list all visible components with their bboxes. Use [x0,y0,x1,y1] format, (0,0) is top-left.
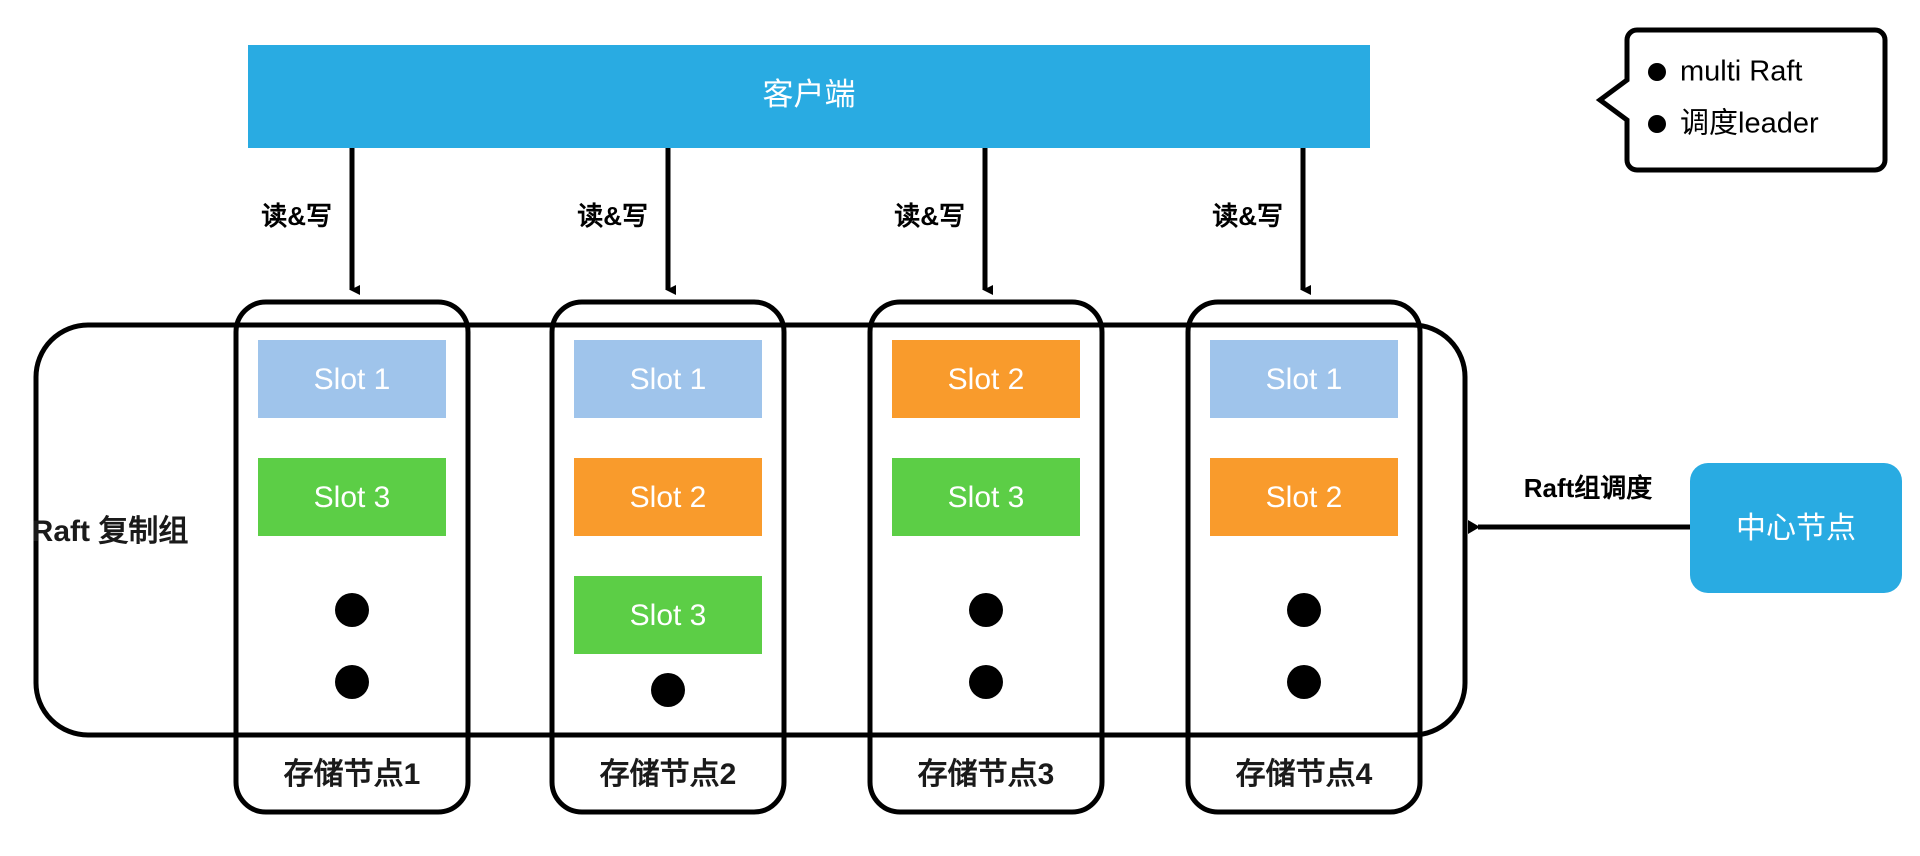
legend-callout-box [1595,27,1888,173]
slot-rect [258,340,446,418]
slot-label: Slot 2 [948,363,1025,396]
ellipsis-dot [335,593,369,627]
storage-node-1[interactable]: Slot 1 Slot 3 存储节点1 [233,299,471,815]
slot-rect [574,576,762,654]
legend-callout: multi Raft 调度leader [1595,27,1888,173]
slot-label: Slot 1 [314,363,391,396]
storage-node-4-slot-1: Slot 1 [1210,340,1398,418]
legend-bullet-icon [1648,63,1666,81]
slot-rect [1210,340,1398,418]
storage-node-3-box [867,299,1105,815]
client-label: 客户端 [763,77,856,112]
storage-node-1-box [233,299,471,815]
ellipsis-dot [969,665,1003,699]
center-node-group[interactable]: 中心节点 [1690,463,1902,593]
slot-rect [258,458,446,536]
raft-group-label: Raft 复制组 [32,514,189,548]
storage-node-1-slot-2: Slot 3 [258,458,446,536]
ellipsis-dot [335,665,369,699]
storage-node-3-slot-1: Slot 2 [892,340,1080,418]
read-write-label-4: 读&写 [1212,201,1283,231]
slot-rect [574,340,762,418]
legend-bullet-icon [1648,115,1666,133]
storage-node-2-slot-1: Slot 1 [574,340,762,418]
storage-node-4-slot-2: Slot 2 [1210,458,1398,536]
ellipsis-dot [1287,665,1321,699]
client-box[interactable]: 客户端 [248,45,1370,148]
center-node-label: 中心节点 [1736,512,1856,545]
schedule-label: Raft组调度 [1524,473,1653,503]
schedule-arrow-group: Raft组调度 [1468,473,1690,534]
storage-node-2-box [549,299,787,815]
storage-node-1-slot-1: Slot 1 [258,340,446,418]
slot-label: Slot 3 [630,599,707,632]
legend-item-1-label: 调度leader [1680,107,1819,140]
storage-node-2-label: 存储节点2 [600,758,737,791]
ellipsis-dot [969,593,1003,627]
legend-item-0-label: multi Raft [1680,56,1802,88]
client-to-node-arrows: 读&写 读&写 读&写 读&写 [261,148,1311,295]
storage-node-2[interactable]: Slot 1 Slot 2 Slot 3 存储节点2 [549,299,787,815]
slot-label: Slot 3 [314,481,391,514]
ellipsis-dot [651,673,685,707]
read-write-label-3: 读&写 [894,201,965,231]
storage-node-3[interactable]: Slot 2 Slot 3 存储节点3 [867,299,1105,815]
storage-node-3-slot-2: Slot 3 [892,458,1080,536]
slot-rect [892,340,1080,418]
storage-node-4[interactable]: Slot 1 Slot 2 存储节点4 [1185,299,1423,815]
read-write-label-1: 读&写 [261,201,332,231]
client-rect [248,45,1370,148]
center-node-rect [1690,463,1902,593]
slot-label: Slot 2 [630,481,707,514]
slot-rect [574,458,762,536]
read-write-label-2: 读&写 [577,201,648,231]
storage-node-2-slot-2: Slot 2 [574,458,762,536]
storage-node-3-label: 存储节点3 [918,758,1055,791]
storage-node-4-label: 存储节点4 [1236,758,1373,791]
storage-node-4-box [1185,299,1423,815]
slot-label: Slot 1 [1266,363,1343,396]
slot-label: Slot 3 [948,481,1025,514]
ellipsis-dot [1287,593,1321,627]
slot-rect [1210,458,1398,536]
slot-label: Slot 1 [630,363,707,396]
storage-node-1-label: 存储节点1 [284,758,421,791]
storage-node-2-slot-3: Slot 3 [574,576,762,654]
slot-rect [892,458,1080,536]
slot-label: Slot 2 [1266,481,1343,514]
